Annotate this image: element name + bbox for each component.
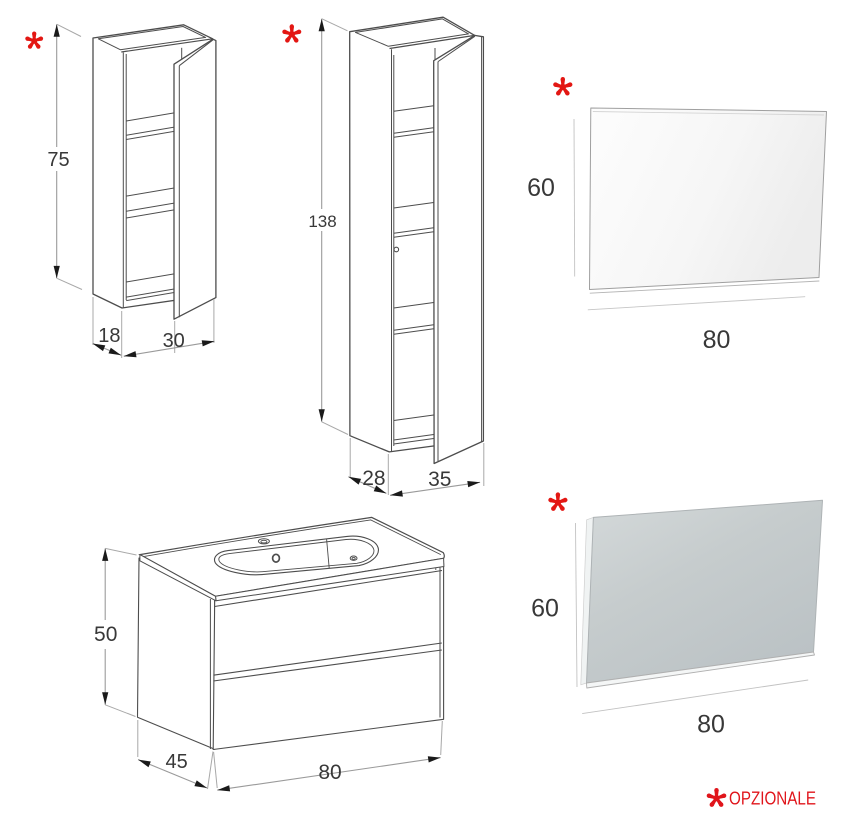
svg-text:80: 80	[703, 326, 731, 354]
svg-text:18: 18	[98, 325, 120, 347]
svg-text:80: 80	[318, 761, 341, 784]
svg-text:45: 45	[165, 751, 187, 773]
svg-text:35: 35	[428, 468, 451, 491]
svg-text:138: 138	[308, 212, 336, 231]
svg-text:OPZIONALE: OPZIONALE	[729, 787, 816, 808]
svg-text:80: 80	[697, 711, 725, 739]
svg-text:30: 30	[163, 330, 185, 352]
svg-text:28: 28	[362, 467, 385, 490]
svg-text:50: 50	[94, 623, 117, 646]
svg-text:60: 60	[531, 595, 559, 623]
svg-text:75: 75	[47, 149, 69, 171]
svg-text:60: 60	[527, 174, 555, 202]
